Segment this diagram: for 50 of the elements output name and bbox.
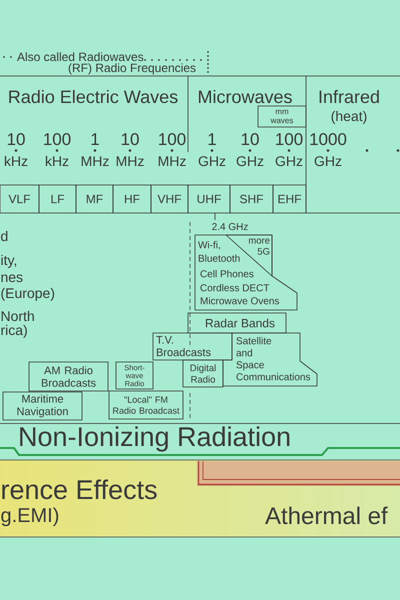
section-heading: Non-Ionizing Radiation — [20, 426, 290, 452]
frequency-number: 1000 — [310, 133, 346, 146]
band-box: MF — [76, 184, 114, 214]
band-heading: (heat) — [332, 110, 366, 124]
application-box: Radar Bands — [188, 312, 286, 334]
frequency-unit: GHz — [276, 156, 302, 166]
cut-off-text: d — [1, 230, 8, 242]
application-box: T.V. Broadcasts — [152, 332, 232, 360]
frequency-unit: MHz — [82, 156, 109, 166]
shaded-bar — [197, 460, 400, 486]
band-box: SHF — [230, 184, 274, 214]
cut-off-text: rica) — [1, 324, 27, 338]
application-box: Digital Radio — [182, 360, 224, 388]
application-box: Maritime Navigation — [2, 392, 82, 420]
frequency-label: 2.4 GHz — [212, 223, 248, 230]
effects-band: rence Effects g.EMI) Athermal ef — [0, 460, 400, 538]
cut-off-text: North — [2, 310, 34, 322]
application-box: "Local" FM Radio Broadcast — [108, 390, 184, 420]
frequency-number: 10 — [122, 133, 139, 146]
note-text: (RF) Radio Frequencies — [68, 63, 196, 74]
frequency-unit: GHz — [198, 156, 226, 166]
frequency-number: 100 — [159, 133, 186, 146]
band-box: HF — [112, 184, 152, 214]
band-box: VLF — [0, 184, 40, 214]
band-box: UHF — [188, 184, 230, 214]
cut-off-text: nes — [1, 274, 23, 282]
band-box: LF — [38, 184, 76, 214]
frequency-number: 1 — [92, 133, 99, 145]
frequency-unit: kHz — [4, 156, 28, 166]
note-text: Also called Radiowaves — [17, 52, 144, 62]
frequency-unit: GHz — [314, 156, 342, 166]
frequency-unit: MHz — [158, 156, 186, 166]
frequency-unit: kHz — [46, 156, 68, 166]
application-box: Satellite and Space Communications — [222, 332, 318, 386]
frequency-number: 10 — [242, 133, 259, 146]
application-box: AM Radio Broadcasts — [28, 362, 108, 392]
frequency-number: 100 — [44, 133, 71, 146]
frequency-number: 1 — [208, 133, 216, 145]
band-heading: Infrared — [320, 90, 379, 104]
band-box: EHF — [272, 184, 306, 214]
band-heading: Microwaves — [198, 90, 292, 104]
frequency-unit: MHz — [116, 156, 144, 166]
frequency-unit: GHz — [236, 156, 264, 166]
label-box: mm waves — [258, 106, 306, 128]
cut-off-text: (Europe) — [1, 288, 54, 301]
frequency-number: 10 — [8, 133, 25, 146]
band-heading: Radio Electric Waves — [9, 90, 178, 104]
band-box: VHF — [150, 184, 188, 214]
frequency-number: 100 — [276, 133, 303, 146]
cut-off-text: ity, — [1, 254, 16, 268]
